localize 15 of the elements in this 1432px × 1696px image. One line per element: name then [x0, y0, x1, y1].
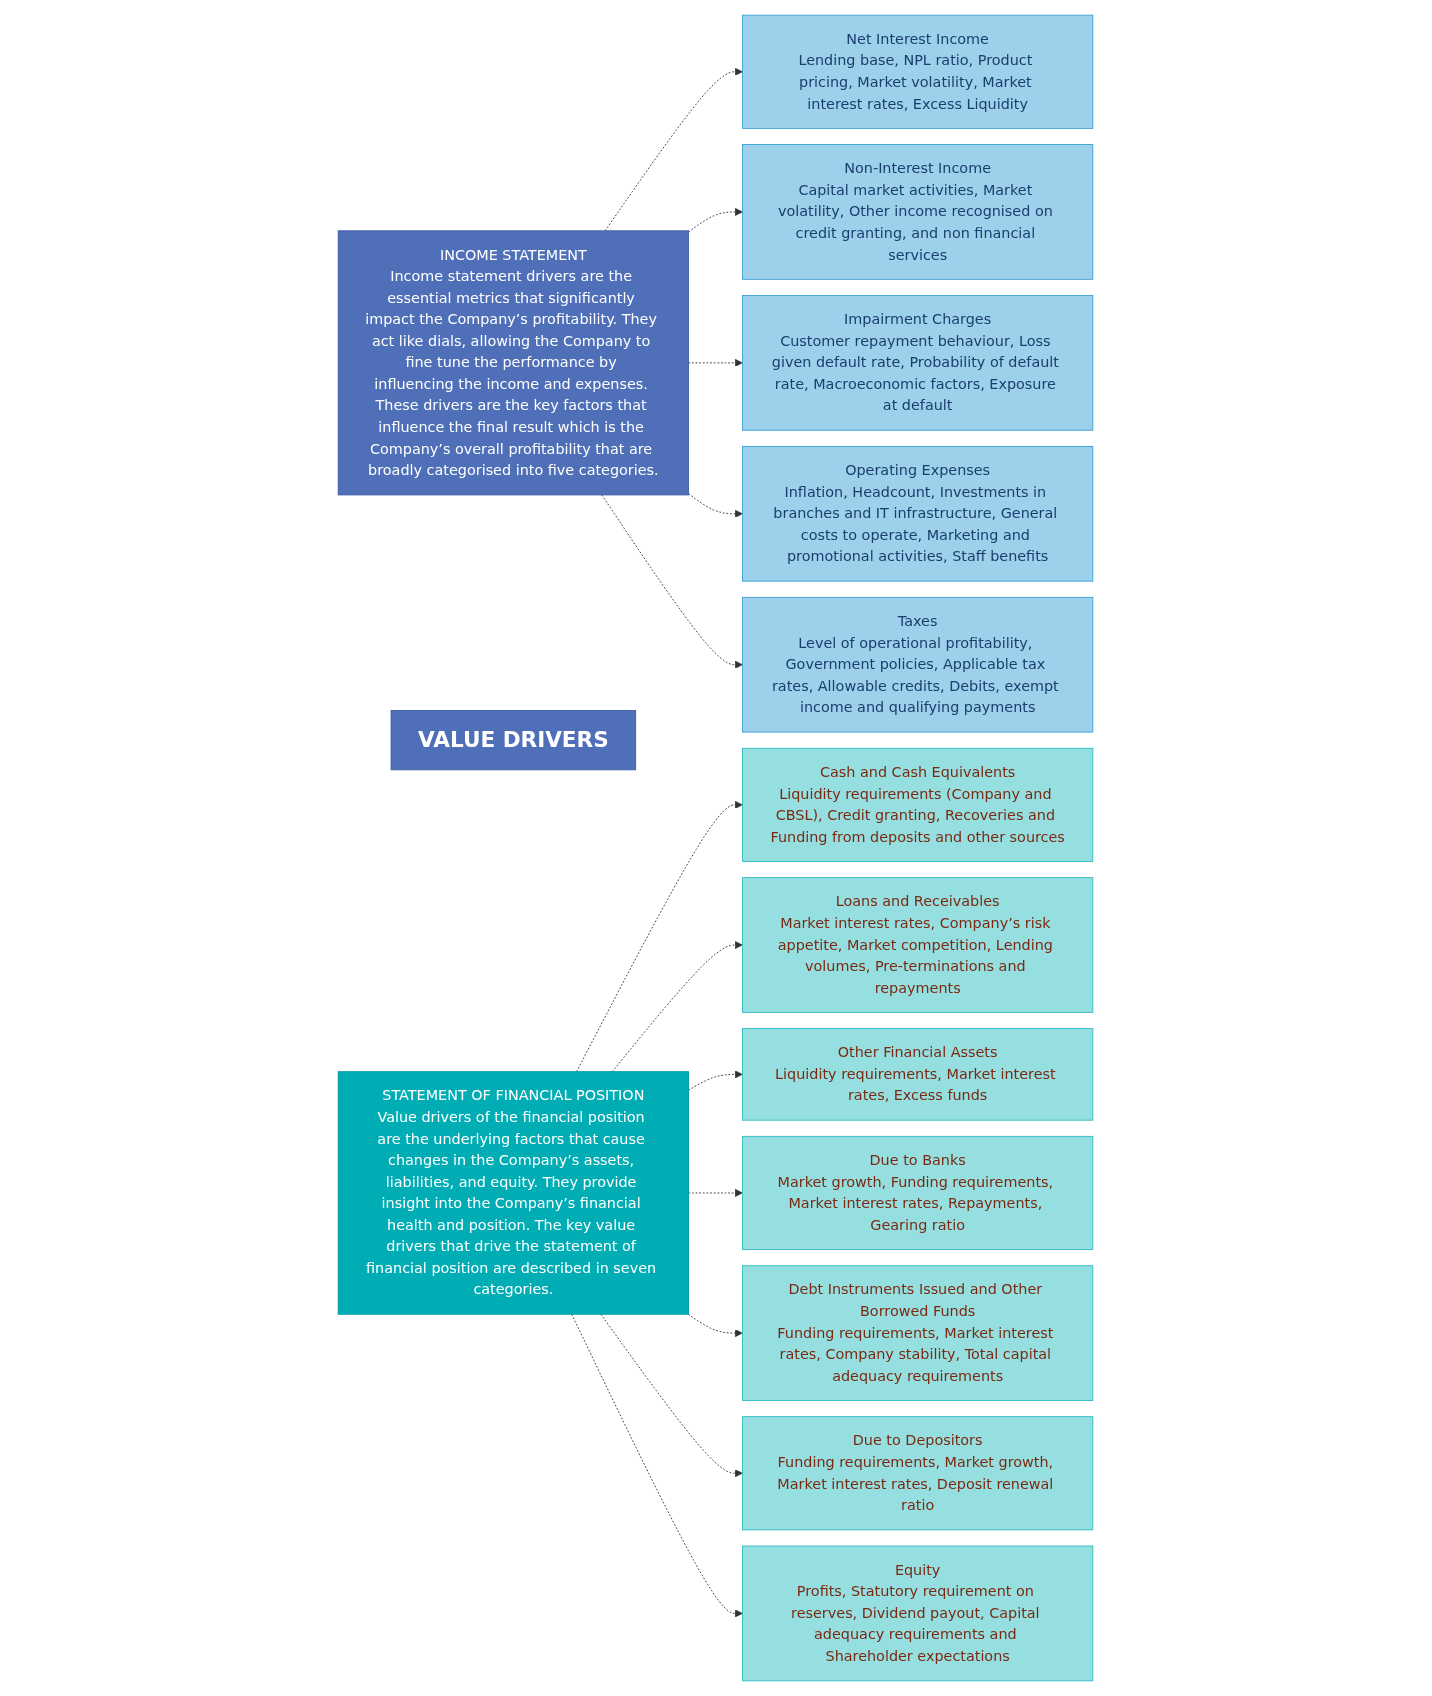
- node-box: Other Financial Assets Liquidity requirements, Market interest rates, Excess funds: [742, 1028, 1094, 1121]
- node-box: Cash and Cash Equivalents Liquidity requirements (Company and CBSL), Credit granting, Recoveries and Funding from deposits and other sources: [742, 747, 1094, 862]
- node-box: Debt Instruments Issued and Other Borrowed Funds Funding requirements, Market interest rates, Company stability, Total capital adequacy requirements: [742, 1265, 1094, 1401]
- node-box: VALUE DRIVERS: [391, 710, 637, 771]
- node-box: Loans and Receivables Market interest rates, Company’s risk appetite, Market competition, Lending volumes, Pre-terminations and repayments: [742, 877, 1094, 1013]
- node-box: Impairment Charges Customer repayment behaviour, Loss given default rate, Probability of default rate, Macroeconomic factors, Exposure at default: [742, 295, 1094, 431]
- node-box: Due to Banks Market growth, Funding requirements, Market interest rates, Repayments, Gearing ratio: [742, 1135, 1094, 1251]
- node-box: Non-Interest Income Capital market activities, Market volatility, Other income recognised on credit granting, and non financial services: [742, 144, 1094, 280]
- node-box: STATEMENT OF FINANCIAL POSITION Value drivers of the financial position are the underlying factors that cause changes in the Company’s assets, liabilities, and equity. They provide insight into the Company’s financial health and position. The key value drivers that drive the statement of financial position are described in seven categories.: [338, 1071, 690, 1315]
- node-box: Taxes Level of operational profitability, Government policies, Applicable tax rates, Allowable credits, Debits, exempt income and qualifying payments: [742, 596, 1094, 733]
- node-box: INCOME STATEMENT Income statement drivers are the essential metrics that significantly impact the Company’s profitability. They act like dials, allowing the Company to fine tune the performance by influencing the income and expenses. These drivers are the key factors that influence the final result which is the Company’s overall profitability that are broadly categorised into five categories.: [338, 230, 690, 496]
- node-box: Net Interest Income Lending base, NPL ratio, Product pricing, Market volatility, Market interest rates, Excess Liquidity: [742, 14, 1094, 129]
- node-box: Due to Depositors Funding requirements, Market growth, Market interest rates, Deposit renewal ratio: [742, 1416, 1094, 1531]
- node-box: Equity Profits, Statutory requirement on reserves, Dividend payout, Capital adequacy requirements and Shareholder expectations: [742, 1545, 1094, 1682]
- node-box: Operating Expenses Inflation, Headcount, Investments in branches and IT infrastructure, General costs to operate, Marketing and promotional activities, Staff benefits: [742, 445, 1094, 582]
